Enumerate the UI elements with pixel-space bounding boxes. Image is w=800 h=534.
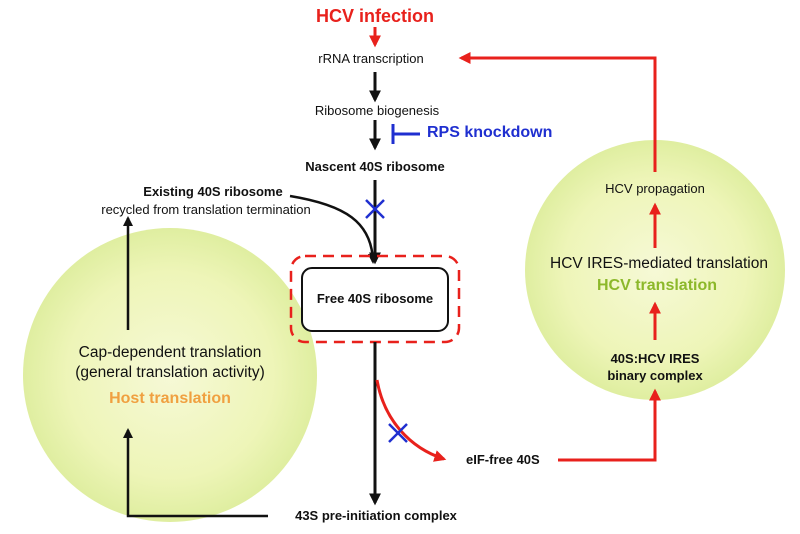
- hcv-infection-label: HCV infection: [315, 6, 435, 26]
- block-mark-nascent-icon: [365, 199, 385, 219]
- eif-free-40s-label: eIF-free 40S: [466, 452, 540, 467]
- ires-translation-label: HCV IRES-mediated translation: [550, 255, 768, 272]
- cap-dependent-line2: (general translation activity): [75, 364, 265, 381]
- hcv-propagation-label: HCV propagation: [605, 181, 705, 196]
- binary-complex-line2: binary complex: [607, 368, 703, 383]
- existing-40s-subtitle: recycled from translation termination: [101, 202, 311, 217]
- rrna-transcription-label: rRNA transcription: [318, 51, 424, 66]
- arrow-existing-to-free: [289, 194, 378, 264]
- hcv-translation-circle: [525, 140, 785, 400]
- arrow-43s-to-cap-dependent: [123, 428, 268, 518]
- nascent-40s-label: Nascent 40S ribosome: [305, 159, 445, 174]
- binary-complex-line1: 40S:HCV IRES: [610, 351, 700, 366]
- arrow-propagation-to-transcription: [458, 52, 657, 172]
- cap-dependent-line1: Cap-dependent translation: [78, 344, 262, 361]
- host-translation-circle: [23, 228, 317, 522]
- arrow-eif-free-to-binary: [558, 388, 661, 462]
- host-translation-label: Host translation: [109, 390, 231, 407]
- free-40s-label: Free 40S ribosome: [316, 291, 434, 306]
- pre-initiation-label: 43S pre-initiation complex: [295, 508, 457, 523]
- free-40s-box: [301, 267, 449, 332]
- existing-40s-title: Existing 40S ribosome: [143, 184, 283, 199]
- block-mark-eif-icon: [388, 423, 408, 443]
- arrow-free-to-eif-free: [375, 379, 447, 462]
- ribosome-biogenesis-label: Ribosome biogenesis: [314, 103, 440, 118]
- hcv-translation-label: HCV translation: [596, 277, 718, 294]
- rps-knockdown-label: RPS knockdown: [427, 124, 553, 141]
